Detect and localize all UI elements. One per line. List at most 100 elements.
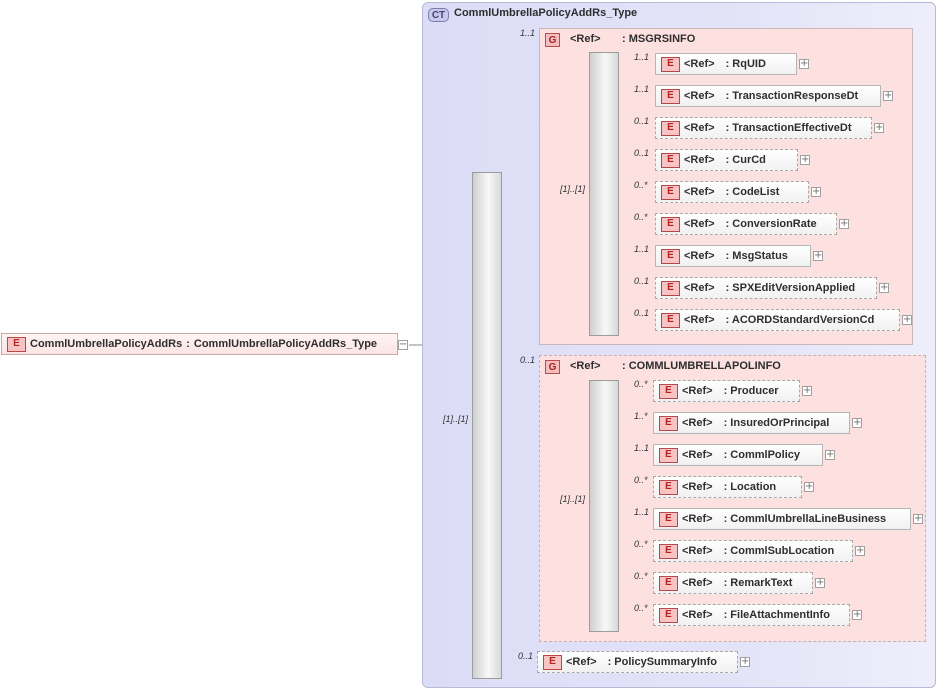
expand-button[interactable]: + [852,417,862,428]
element-ref: <Ref> [566,656,597,668]
outer-sequence-cardinality: [1]..[1] [443,414,469,424]
element-cardinality: 0..* [634,379,648,389]
element-ref: <Ref> [682,577,713,589]
element-producer[interactable]: E<Ref>: Producer [653,380,800,402]
root-separator: : [186,338,190,350]
element-codelist[interactable]: E <Ref> : CodeList [655,181,809,203]
element-location[interactable]: E<Ref>: Location [653,476,802,498]
element-ref: <Ref> [684,186,715,198]
element-badge: E [659,415,678,431]
element-badge: E [661,248,680,264]
element-badge: E [659,607,678,623]
expand-button[interactable]: + [852,609,862,620]
group-ref: <Ref> [570,360,601,372]
expand-button[interactable]: + [879,282,889,293]
element-ref: <Ref> [684,58,715,70]
element-cardinality: 0..1 [634,116,650,126]
group-cardinality: 0..1 [520,355,536,365]
group-badge: G [545,33,560,47]
element-badge: E [661,280,680,296]
element-cardinality: 1..1 [634,443,650,453]
element-policy-summary-info[interactable]: E <Ref> : PolicySummaryInfo [537,651,738,673]
element-ref: <Ref> [682,545,713,557]
element-commlumbrellalinebusiness[interactable]: E<Ref>: CommlUmbrellaLineBusiness [653,508,911,530]
element-cardinality: 0..* [634,180,648,190]
element-ref: <Ref> [684,218,715,230]
element-name: : FileAttachmentInfo [723,609,830,621]
expand-button[interactable]: + [883,90,893,101]
element-commlpolicy[interactable]: E <Ref> : CommlPolicy [653,444,823,466]
element-cardinality: 0..1 [518,651,534,661]
element-ref: <Ref> [682,481,713,493]
expand-button[interactable]: + [740,656,750,667]
element-name: : CommlUmbrellaLineBusiness [723,513,887,525]
element-insuredorprincipal[interactable]: E<Ref>: InsuredOrPrincipal [653,412,850,434]
element-rquid[interactable]: E<Ref>: RqUID [655,53,797,75]
expand-button[interactable]: + [815,577,825,588]
element-cardinality: 1..1 [634,244,650,254]
element-name: : RqUID [725,58,766,70]
root-element[interactable]: E CommlUmbrellaPolicyAddRs : CommlUmbrel… [1,333,398,355]
root-element-type: CommlUmbrellaPolicyAddRs_Type [193,338,378,350]
element-badge: E [659,575,678,591]
expand-button[interactable]: + [811,186,821,197]
element-commlsublocation[interactable]: E<Ref>: CommlSubLocation [653,540,853,562]
element-cardinality: 0..* [634,603,648,613]
element-name: : CodeList [725,186,780,198]
element-name: : Location [723,481,777,493]
expand-button[interactable]: + [839,218,849,229]
root-element-name: CommlUmbrellaPolicyAddRs [30,338,183,350]
element-cardinality: 1..1 [634,84,650,94]
element-ref: <Ref> [684,90,715,102]
element-name: : SPXEditVersionApplied [725,282,856,294]
expand-button[interactable]: + [855,545,865,556]
expand-button[interactable]: + [825,449,835,460]
element-transactionresponsedt[interactable]: E<Ref>: TransactionResponseDt [655,85,881,107]
element-fileattachmentinfo[interactable]: E <Ref> : FileAttachmentInfo [653,604,850,626]
element-spxeditversionapplied[interactable]: E<Ref>: SPXEditVersionApplied [655,277,877,299]
element-cardinality: 0..* [634,571,648,581]
element-name: : InsuredOrPrincipal [723,417,830,429]
element-cardinality: 1..1 [634,507,650,517]
element-ref: <Ref> [682,609,713,621]
element-name: : TransactionEffectiveDt [725,122,852,134]
element-ref: <Ref> [684,314,715,326]
element-badge: E [659,383,678,399]
expand-button[interactable]: + [902,314,912,325]
element-badge: E [661,152,680,168]
element-badge: E [659,543,678,559]
element-badge: E [661,216,680,232]
element-ref: <Ref> [684,154,715,166]
expand-button[interactable]: + [804,481,814,492]
element-name: : CommlPolicy [723,449,800,461]
element-badge: E [659,447,678,463]
group-cardinality: 1..1 [520,28,536,38]
element-badge: E [661,120,680,136]
element-badge: E [659,511,678,527]
element-msgstatus[interactable]: E<Ref>: MsgStatus [655,245,811,267]
element-name: : ConversionRate [725,218,817,230]
element-remarktext[interactable]: E<Ref>: RemarkText [653,572,813,594]
element-name: : Producer [723,385,779,397]
element-badge: E [661,312,680,328]
element-ref: <Ref> [684,250,715,262]
element-acordstandardversioncd[interactable]: E <Ref> : ACORDStandardVersionCd [655,309,900,331]
element-name: : PolicySummaryInfo [607,656,717,668]
collapse-button[interactable]: − [398,339,408,350]
expand-button[interactable]: + [800,154,810,165]
expand-button[interactable]: + [802,385,812,396]
element-conversionrate[interactable]: E <Ref> : ConversionRate [655,213,837,235]
complex-type-badge: CT [428,8,449,22]
element-cardinality: 0..* [634,212,648,222]
element-name: : ACORDStandardVersionCd [725,314,875,326]
element-badge: E [7,336,26,352]
expand-button[interactable]: + [799,58,809,69]
expand-button[interactable]: + [874,122,884,133]
element-cardinality: 0..1 [634,148,650,158]
expand-button[interactable]: + [813,250,823,261]
element-curcd[interactable]: E<Ref>: CurCd [655,149,798,171]
element-ref: <Ref> [682,449,713,461]
expand-button[interactable]: + [913,513,923,524]
element-transactioneffectivedt[interactable]: E<Ref>: TransactionEffectiveDt [655,117,872,139]
element-badge: E [661,184,680,200]
